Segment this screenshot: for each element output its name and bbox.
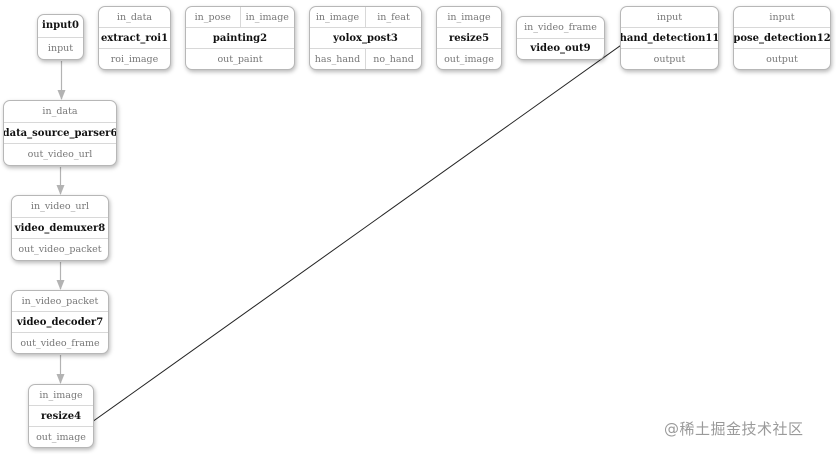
input-port: in_image [315,11,360,23]
output-port: input [38,36,83,60]
node-title: video_demuxer8 [12,216,108,239]
node-title: painting2 [186,27,294,48]
node-video-out9[interactable]: in_video_frame video_out9 [516,16,605,60]
edge-resize4-to-hand-detection11 [91,15,663,423]
output-ports: has_hand no_hand [310,48,421,69]
output-port: roi_image [99,48,170,69]
output-port: no_hand [365,49,421,69]
output-port: has_hand [314,53,361,65]
input-port: in_pose [194,11,231,23]
node-title: video_out9 [517,37,604,60]
input-port: in_data [42,105,78,117]
input-port: in_video_url [30,200,90,212]
output-port: output [621,48,718,69]
input-port: in_video_packet [21,295,99,307]
output-port: out_video_frame [12,332,108,353]
output-port: out_paint [186,48,294,69]
output-port: output [734,48,830,69]
input-ports: in_pose in_image [186,7,294,27]
node-title: data_source_parser6 [4,121,116,144]
node-title: resize4 [29,405,93,426]
input-port: in_image [39,389,83,401]
input-port: in_image [239,7,295,27]
input-ports: in_image in_feat [310,7,421,27]
node-title: yolox_post3 [310,27,421,48]
watermark-text: @稀土掘金技术社区 [664,420,804,438]
node-title: video_decoder7 [12,311,108,332]
node-title: input0 [42,20,79,32]
output-port: out_image [29,426,93,447]
node-title: pose_detection12 [734,27,830,48]
node-title: extract_roi1 [99,27,170,48]
input-port: in_feat [365,7,421,27]
node-title: resize5 [437,27,501,48]
node-input0[interactable]: input0 input [37,14,84,60]
node-title: hand_detection11 [621,27,718,48]
output-port: out_video_url [4,143,116,165]
input-port: input [656,11,683,23]
input-port: in_image [447,11,491,23]
output-port: out_image [437,48,501,69]
input-port: input [769,11,795,23]
input-port: in_video_frame [524,21,597,33]
input-port: in_data [116,11,153,23]
output-port: out_video_packet [12,238,108,260]
